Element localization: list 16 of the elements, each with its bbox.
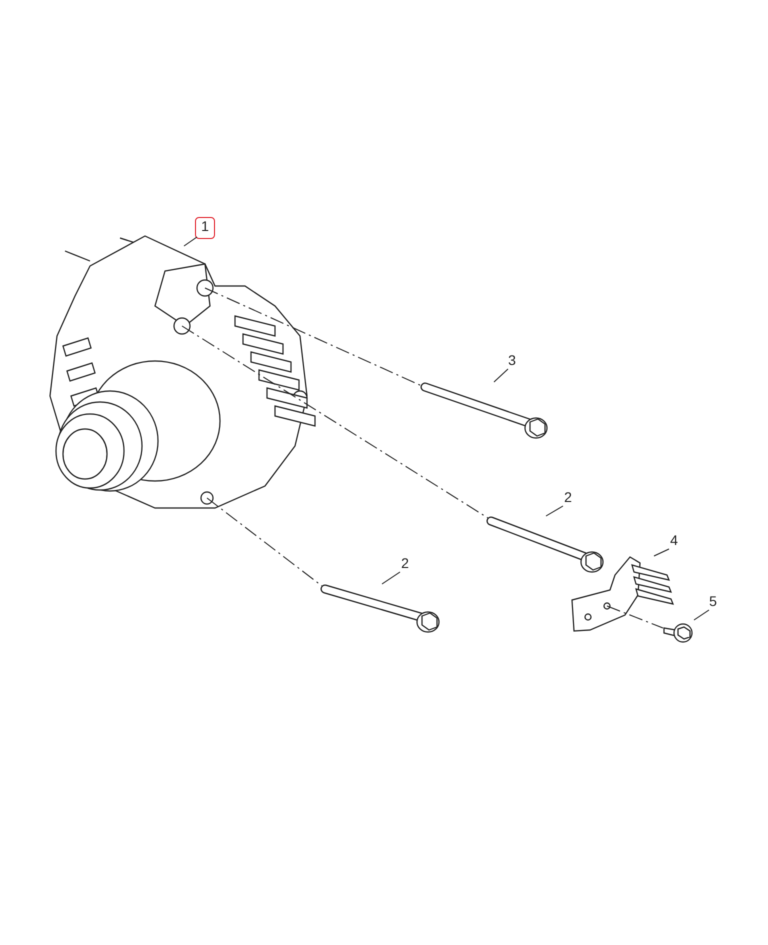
callout-number: 3	[505, 352, 519, 368]
center-line	[206, 498, 322, 586]
leader-line	[184, 236, 198, 246]
center-line	[606, 606, 664, 628]
callout-number: 1	[195, 217, 215, 239]
center-line	[182, 326, 488, 518]
leader-line	[546, 506, 564, 516]
callout-number: 5	[706, 593, 720, 609]
leader-line	[382, 572, 400, 584]
leader-line	[694, 610, 710, 620]
leader-line	[654, 548, 670, 556]
callout-number: 2	[398, 555, 412, 571]
callout-number: 4	[667, 532, 681, 548]
center-line	[204, 288, 422, 386]
callout-number: 2	[561, 489, 575, 505]
leader-line	[494, 368, 508, 382]
